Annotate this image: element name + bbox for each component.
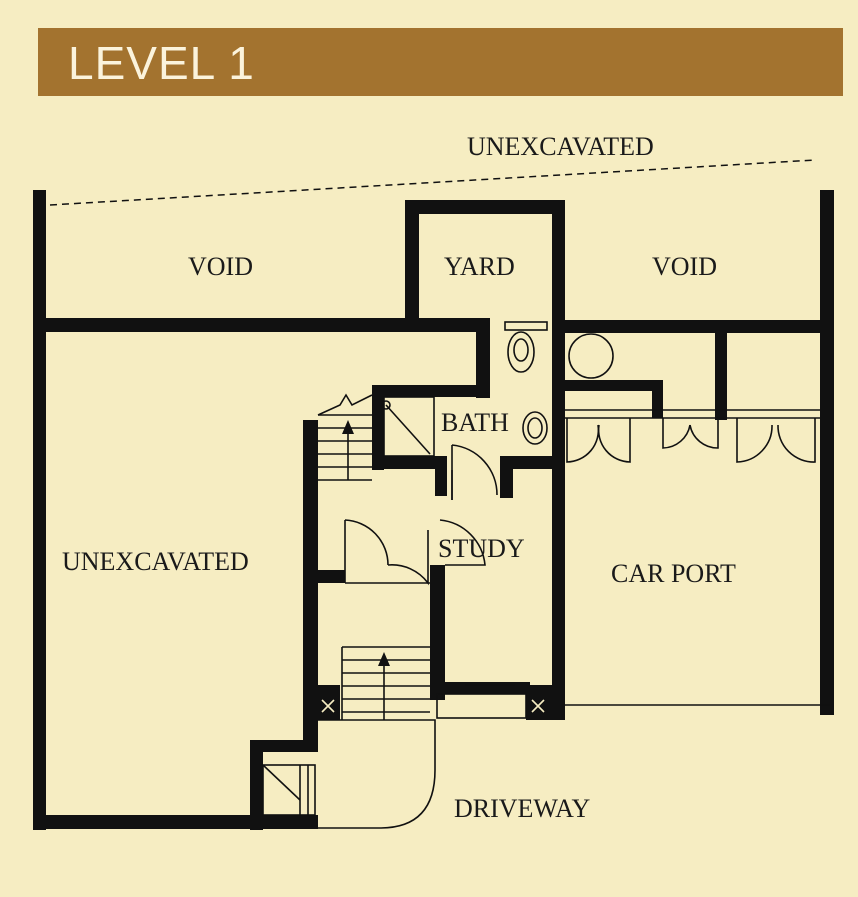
title-banner: LEVEL 1 [38, 28, 843, 96]
label-driveway: DRIVEWAY [454, 794, 590, 823]
level-title: LEVEL 1 [68, 37, 255, 89]
label-yard: YARD [444, 252, 515, 281]
label-bath: BATH [441, 408, 509, 437]
label-unexcavated-top: UNEXCAVATED [467, 132, 654, 161]
label-study: STUDY [438, 534, 525, 563]
label-unexcavated-left: UNEXCAVATED [62, 547, 249, 576]
arrows [342, 420, 390, 666]
label-void-right: VOID [652, 252, 717, 281]
label-void-left: VOID [188, 252, 253, 281]
label-car-port: CAR PORT [611, 559, 736, 588]
excavation-line [49, 159, 816, 206]
walls [33, 190, 834, 830]
fixtures [262, 321, 830, 829]
